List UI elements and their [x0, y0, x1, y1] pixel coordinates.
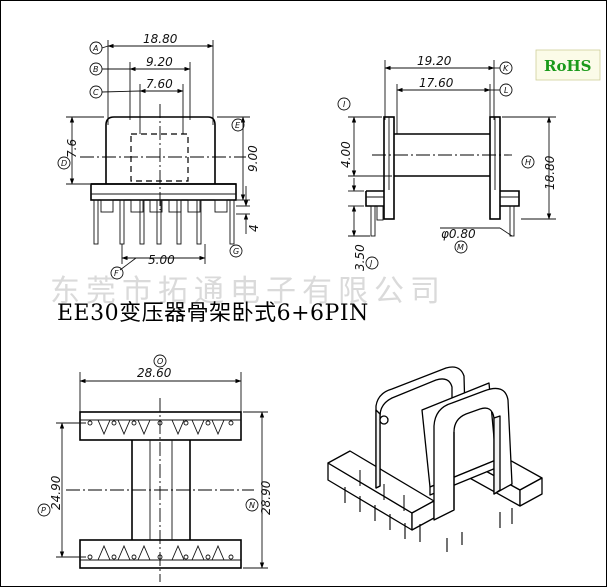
dim-i-value: 4.00 — [339, 141, 353, 168]
label-g-circle: G — [229, 244, 243, 258]
label-d-circle: D — [57, 156, 71, 170]
label-o-circle: O — [153, 354, 167, 368]
svg-text:O: O — [157, 357, 163, 366]
svg-text:H: H — [525, 158, 531, 167]
bottom-view: 28.60 O — [37, 354, 273, 582]
svg-text:A: A — [92, 44, 98, 53]
diagram-title: EE30变压器骨架卧式6+6PIN — [57, 301, 369, 326]
svg-text:E: E — [235, 121, 241, 130]
svg-text:J: J — [368, 259, 373, 268]
label-n-circle: N — [245, 498, 259, 512]
front-pins — [93, 199, 235, 245]
front-pin-teeth — [100, 199, 228, 213]
dim-l-value: 17.60 — [419, 76, 454, 90]
dim-f-value: 5.00 — [148, 253, 175, 267]
label-c-circle: C — [89, 85, 103, 99]
dim-a-value: 18.80 — [143, 32, 178, 46]
isometric-view — [327, 366, 543, 552]
svg-text:G: G — [233, 247, 239, 256]
svg-text:K: K — [503, 64, 509, 73]
svg-text:P: P — [41, 506, 46, 515]
dim-k-value: 19.20 — [417, 54, 452, 68]
svg-text:C: C — [93, 88, 99, 97]
label-i-circle: I — [337, 97, 351, 111]
dim-g-value: 4 — [247, 224, 261, 232]
watermark-text: 东莞市拓通电子有限公司 — [50, 274, 446, 309]
bottom-bottom-pin-slots — [87, 544, 234, 561]
dim-c-value: 7.60 — [146, 77, 173, 91]
svg-text:M: M — [457, 243, 464, 252]
svg-text:L: L — [504, 86, 508, 95]
front-view: 18.80 9.20 7.60 — [57, 32, 261, 280]
svg-text:B: B — [93, 65, 99, 74]
side-view: 19.20 17.60 4.00 3.50 — [337, 54, 557, 271]
dim-o-value: 28.60 — [137, 366, 172, 380]
label-a-circle: A — [89, 41, 103, 55]
rohs-label: RoHS — [544, 57, 591, 75]
label-l-circle: L — [499, 83, 513, 97]
label-f-circle: F — [110, 266, 124, 280]
svg-text:N: N — [249, 501, 255, 510]
dim-p-value: 24.90 — [49, 475, 63, 510]
dim-e-value: 9.00 — [246, 145, 260, 172]
dim-b-value: 9.20 — [146, 55, 173, 69]
label-j-circle: J — [365, 256, 379, 270]
svg-text:I: I — [343, 100, 346, 109]
dim-h-value: 18.80 — [543, 155, 557, 190]
label-h-circle: H — [521, 155, 535, 169]
svg-text:D: D — [61, 159, 67, 168]
label-b-circle: B — [89, 62, 103, 76]
dim-n-value: 28.90 — [259, 480, 273, 515]
svg-text:F: F — [114, 269, 119, 278]
rohs-badge: RoHS — [535, 49, 601, 81]
label-m-circle: M — [454, 240, 468, 254]
dim-j-value: 3.50 — [353, 244, 367, 271]
label-k-circle: K — [499, 61, 513, 75]
dim-m-value: φ0.80 — [441, 227, 476, 241]
label-p-circle: P — [37, 503, 51, 517]
label-e-circle: E — [231, 118, 245, 132]
dim-d-value: 7.6 — [65, 139, 79, 158]
bottom-top-pin-slots — [87, 419, 234, 436]
